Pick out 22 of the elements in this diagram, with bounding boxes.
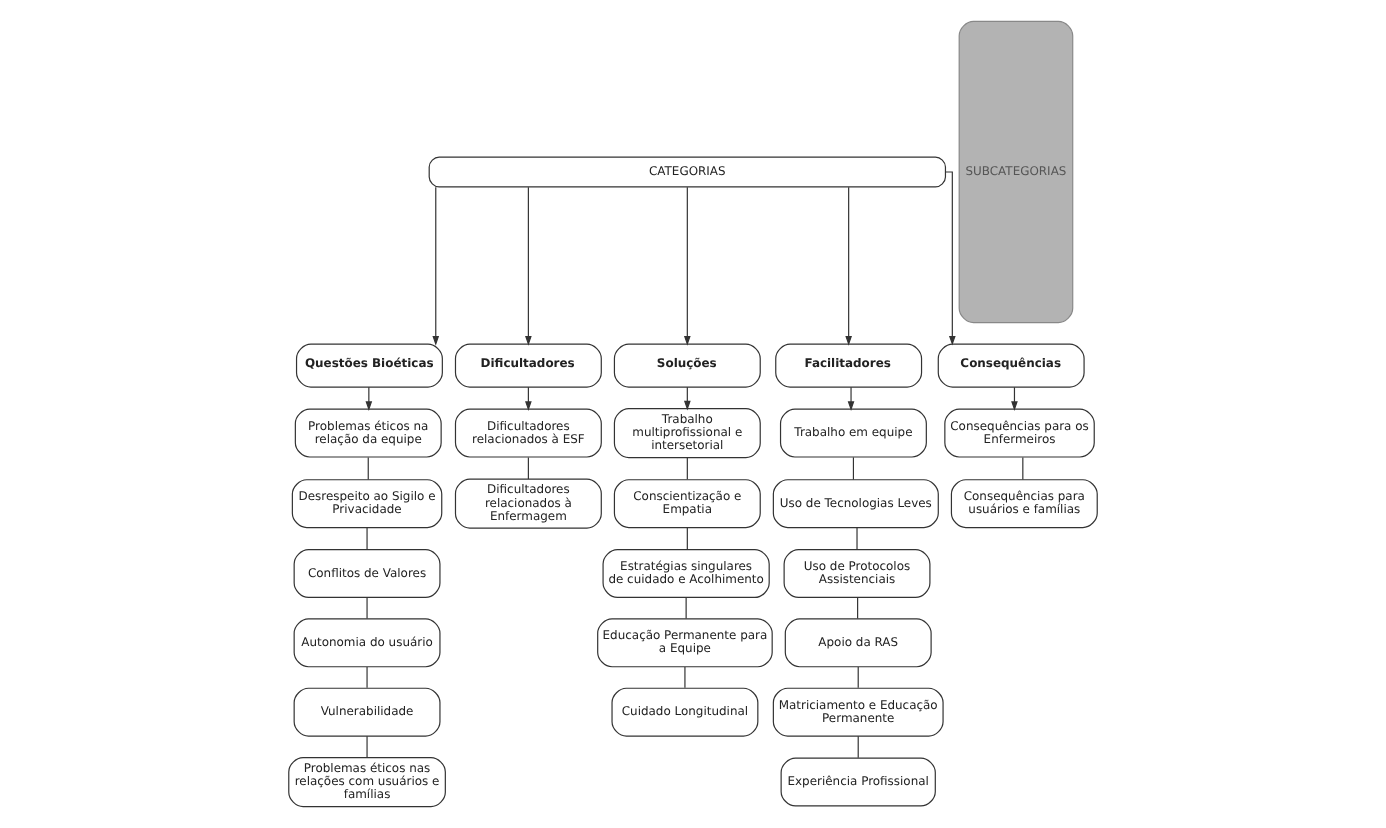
connector (367, 456, 369, 481)
connector (366, 666, 368, 689)
arrow (945, 171, 956, 346)
connector (684, 666, 686, 689)
arrow (432, 186, 440, 346)
connector (366, 527, 368, 550)
connector (366, 735, 368, 758)
arrow (683, 186, 691, 346)
connector (857, 666, 859, 689)
connector (857, 597, 859, 620)
connector (366, 597, 368, 620)
connector (685, 597, 687, 620)
connector (686, 527, 688, 550)
connector (857, 735, 859, 759)
arrow (845, 186, 852, 346)
connector (856, 527, 858, 550)
connector (852, 456, 855, 481)
connector (527, 456, 529, 480)
connector (686, 457, 688, 480)
arrow (525, 186, 532, 346)
arrow (847, 386, 855, 411)
connector (1022, 456, 1024, 481)
